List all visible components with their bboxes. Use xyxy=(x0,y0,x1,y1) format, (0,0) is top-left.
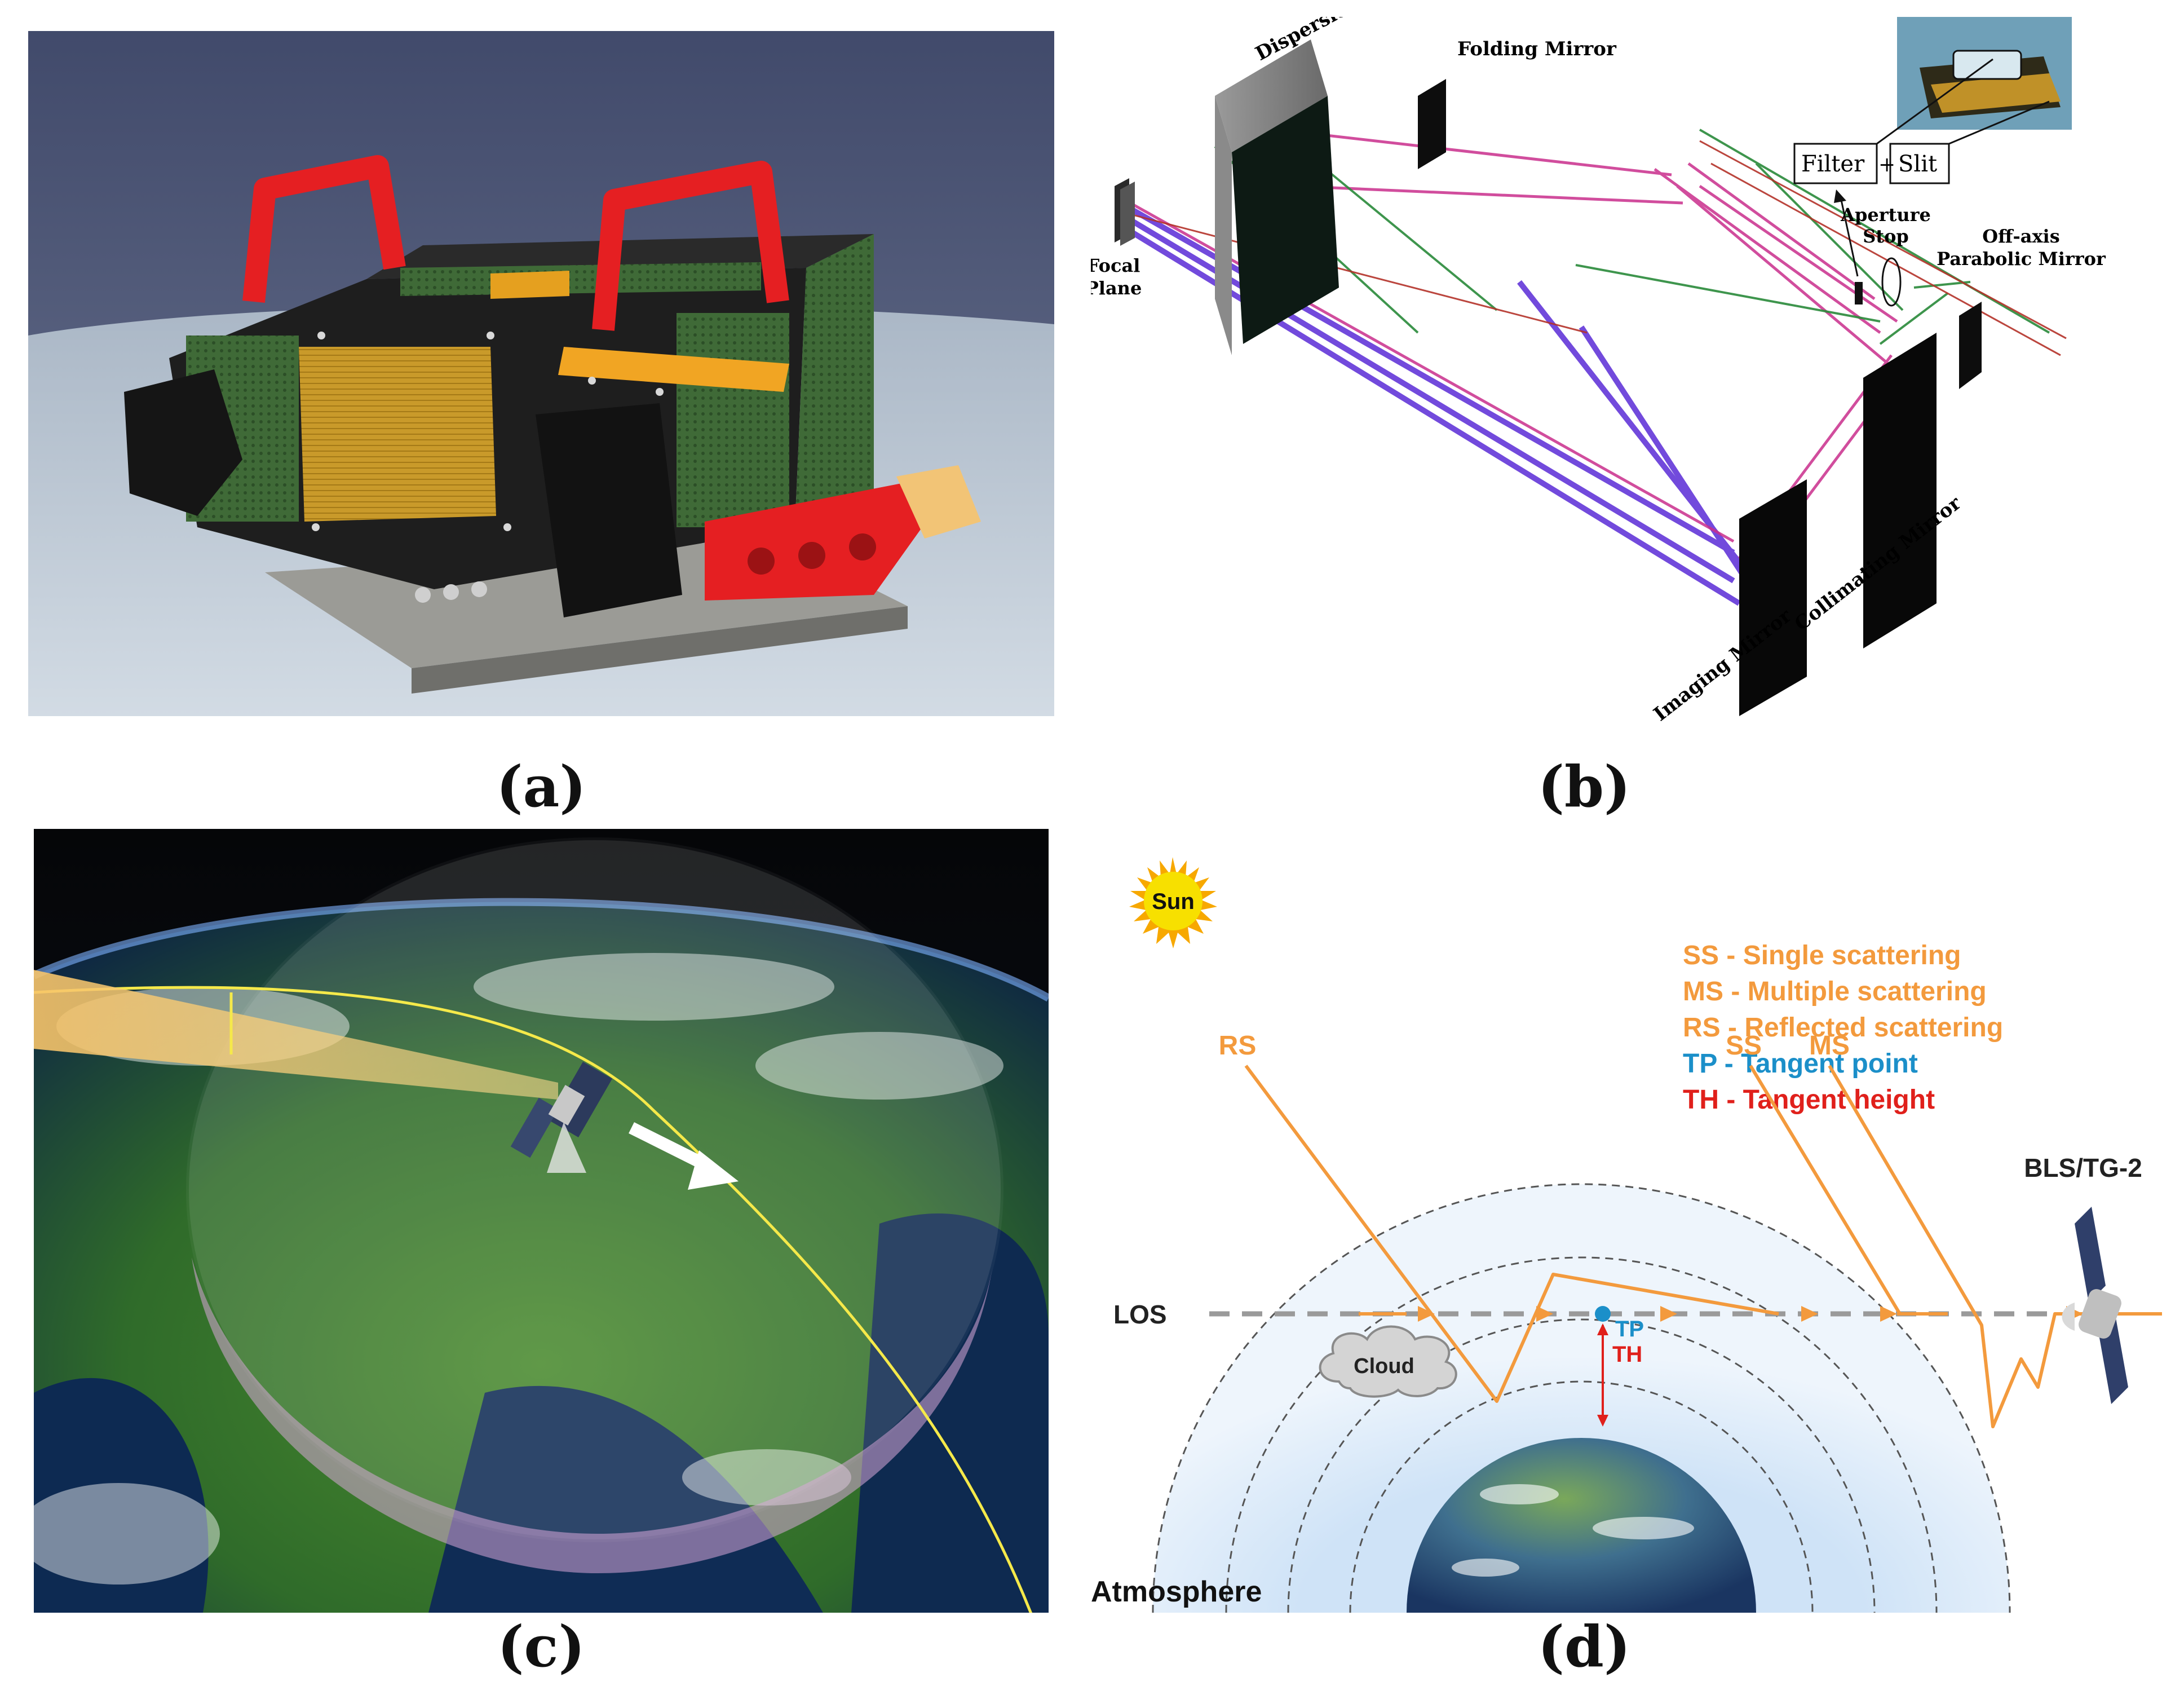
left-handle xyxy=(242,155,406,303)
orbit-illustration xyxy=(34,829,1049,1613)
aperture-stop xyxy=(1881,257,1902,307)
legend-item-ss: SS - Single scattering xyxy=(1683,941,1961,970)
caption-a: (a) xyxy=(496,753,586,820)
right-handle xyxy=(592,161,789,331)
ray-ms xyxy=(1828,1065,2162,1428)
off-axis-parabolic-mirror xyxy=(1959,302,1982,389)
limb-scattering-diagram: Sun SS - Single scattering MS - Multiple… xyxy=(1091,857,2162,1613)
bls-tg2-satellite-icon xyxy=(2062,1207,2128,1404)
cloud-icon xyxy=(1319,1325,1457,1398)
tangent-point-marker xyxy=(1595,1306,1611,1322)
instrument-photo-panel xyxy=(28,31,1054,716)
legend-item-rs: RS - Reflected scattering xyxy=(1683,1013,2003,1043)
dome-ring xyxy=(192,1257,992,1573)
legend-item-th: TH - Tangent height xyxy=(1683,1085,1935,1115)
label-tp: TP xyxy=(1615,1317,1644,1341)
label-filter: Filter xyxy=(1801,151,1865,177)
orbit-path xyxy=(34,986,1033,1613)
instrument-photo xyxy=(28,31,1054,716)
folding-mirror xyxy=(1418,79,1446,169)
label-ms: MS xyxy=(1809,1031,1850,1061)
label-instrument: BLS/TG-2 xyxy=(2024,1153,2142,1182)
limb-beam xyxy=(34,970,558,1100)
label-dispersion-prism: Dispersion Prism xyxy=(1252,17,1425,65)
detector-grid xyxy=(299,347,496,522)
satellite-icon xyxy=(510,1062,612,1173)
label-rs: RS xyxy=(1219,1031,1257,1061)
limb-scattering-panel: Sun SS - Single scattering MS - Multiple… xyxy=(1091,818,2162,1613)
slit-box xyxy=(1889,143,1950,184)
legend-item-ms: MS - Multiple scattering xyxy=(1683,977,1987,1007)
ray-ss xyxy=(1749,1065,1902,1315)
label-cloud: Cloud xyxy=(1354,1354,1414,1378)
filter-box xyxy=(1793,143,1878,184)
label-focal-line1: Focal xyxy=(1091,255,1140,276)
imaging-mirror xyxy=(1739,479,1807,716)
caption-d: (d) xyxy=(1537,1613,1631,1680)
slit-marker xyxy=(1855,282,1863,304)
caption-c: (c) xyxy=(497,1613,585,1680)
dispersion-prism xyxy=(1215,39,1339,355)
label-offaxis-line2: Parabolic Mirror xyxy=(1937,248,2106,270)
optical-layout-diagram: Dispersion Prism Folding Mirror Filter +… xyxy=(1091,17,2106,722)
collimating-mirror xyxy=(1863,333,1937,648)
label-slit: Slit xyxy=(1898,151,1937,177)
slit-photo-inset xyxy=(1897,17,2072,130)
label-folding-mirror: Folding Mirror xyxy=(1457,38,1617,60)
label-sun: Sun xyxy=(1152,889,1195,914)
label-th: TH xyxy=(1612,1342,1642,1367)
label-aperture-line1: Aperture xyxy=(1840,204,1931,226)
atmosphere-layers xyxy=(1153,1184,2010,1613)
ray-rs xyxy=(1244,1065,1779,1403)
label-plus: + xyxy=(1878,153,1895,176)
label-focal-line2: Plane xyxy=(1091,277,1142,299)
label-offaxis-line1: Off-axis xyxy=(1982,226,2059,247)
orbit-illustration-panel xyxy=(34,829,1049,1613)
label-atmosphere: Atmosphere xyxy=(1091,1575,1262,1608)
label-aperture-line2: Stop xyxy=(1863,226,1909,247)
flight-direction-arrow xyxy=(629,1122,739,1190)
focal-plane xyxy=(1115,178,1135,246)
legend: SS - Single scattering MS - Multiple sca… xyxy=(1683,941,2003,1115)
optical-layout-panel: Dispersion Prism Folding Mirror Filter +… xyxy=(1091,17,2151,722)
caption-b: (b) xyxy=(1537,753,1631,820)
ray-bundle-green xyxy=(1214,129,2050,345)
sun-icon xyxy=(1129,857,1217,948)
label-ss: SS xyxy=(1726,1031,1762,1061)
legend-item-tp: TP - Tangent point xyxy=(1683,1049,1918,1079)
label-los: LOS xyxy=(1113,1300,1167,1329)
